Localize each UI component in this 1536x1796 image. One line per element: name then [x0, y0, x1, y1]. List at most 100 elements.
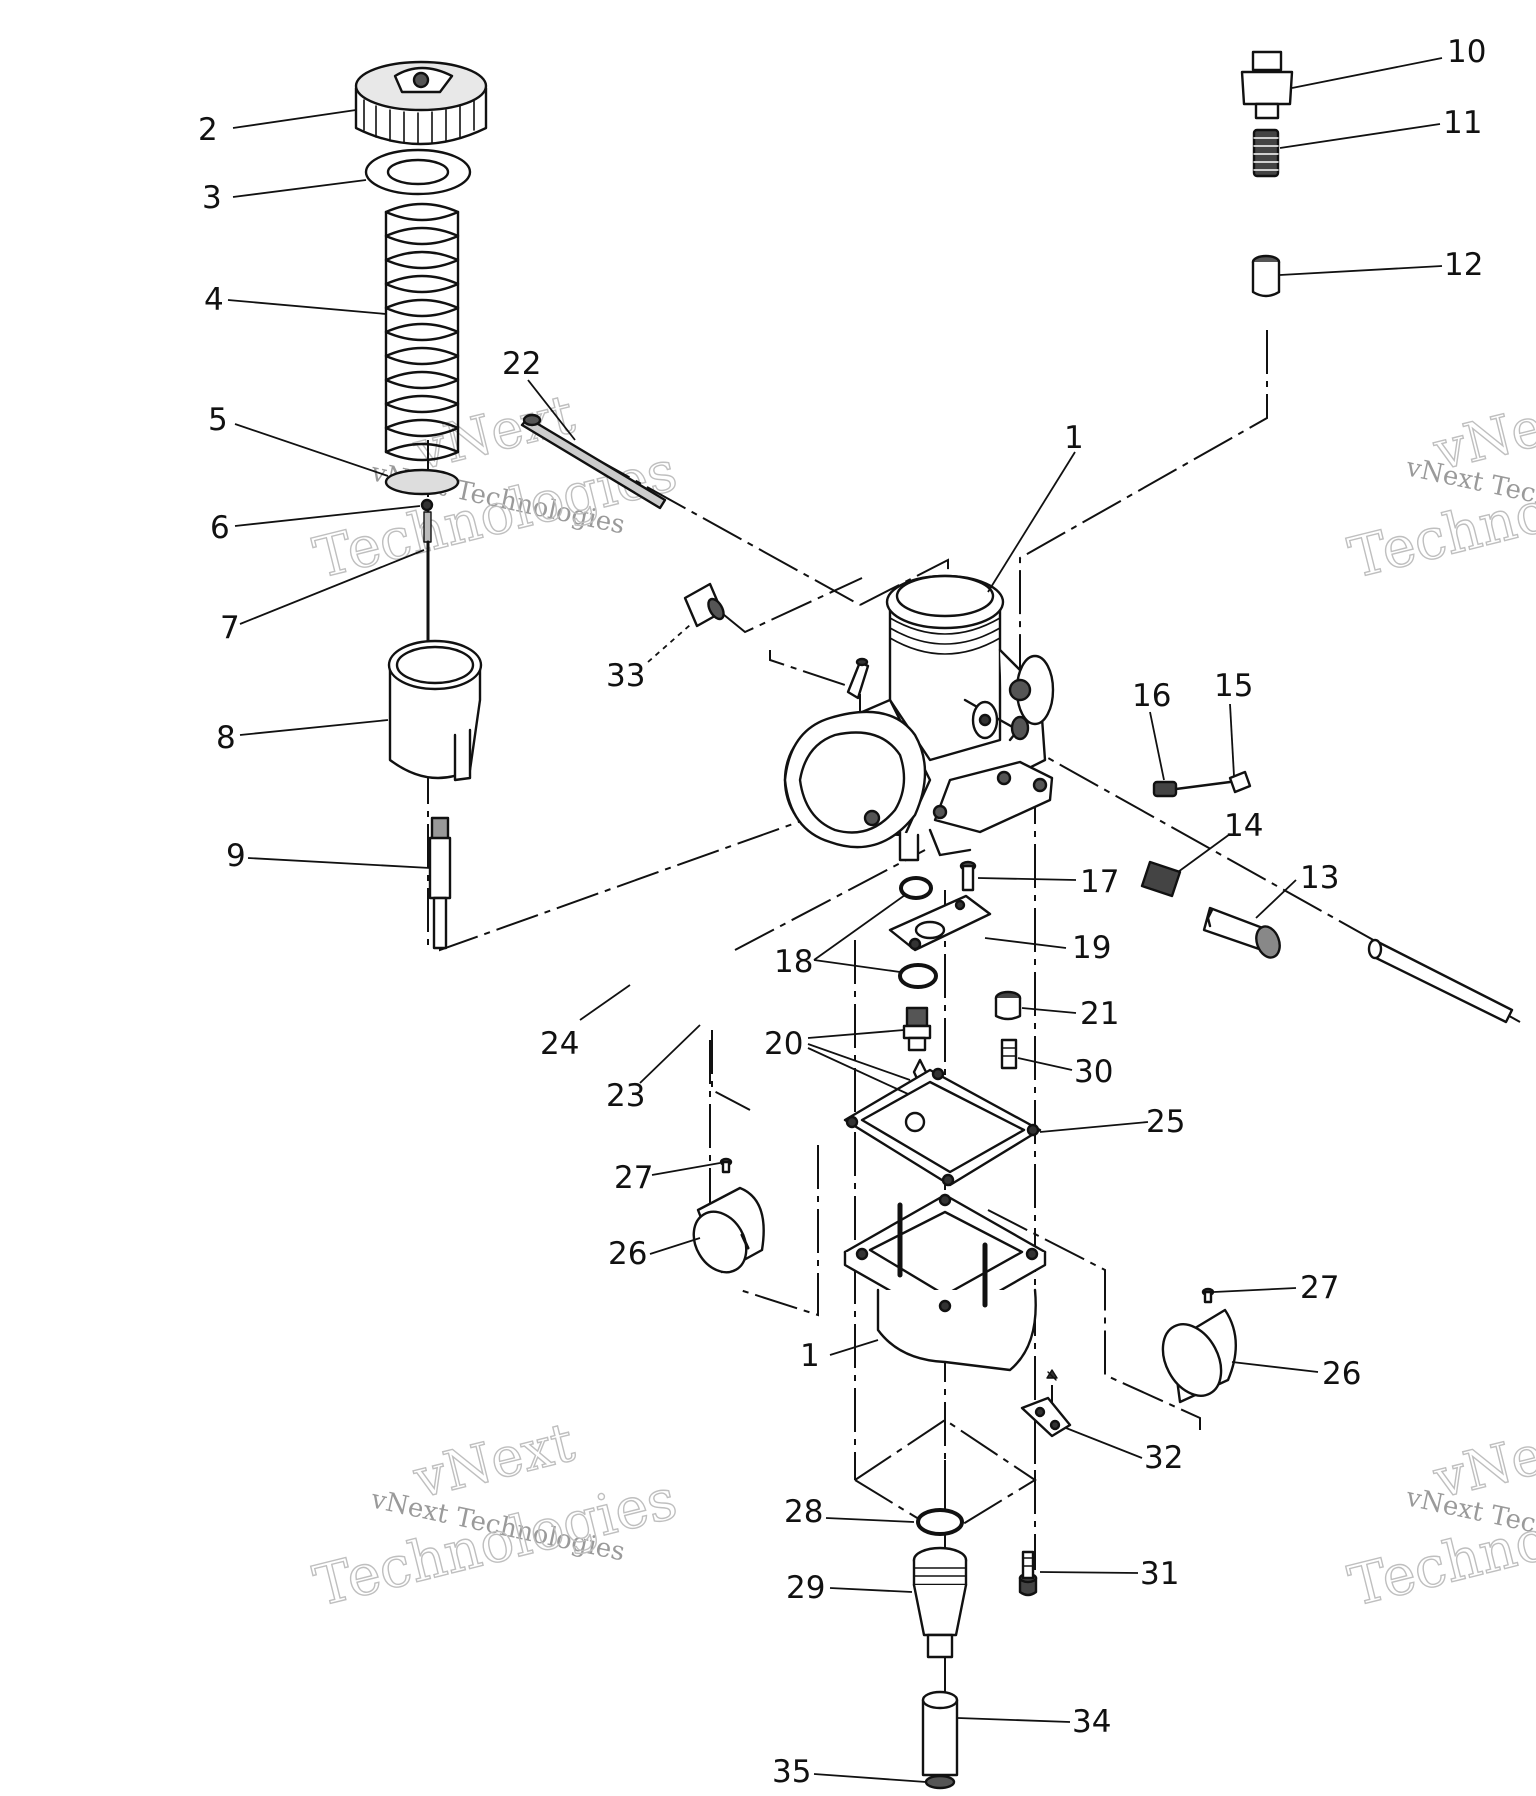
- callout-3: 3: [202, 180, 222, 216]
- callout-4: 4: [204, 282, 224, 318]
- leader-35: [813, 1773, 927, 1783]
- callout-35: 35: [772, 1754, 811, 1790]
- callout-27a: 27: [614, 1160, 653, 1196]
- callout-9: 9: [226, 838, 246, 874]
- part-pilot-screw-13: [1202, 906, 1281, 959]
- part-float-26-right: [1161, 1308, 1238, 1404]
- leader-13: [1255, 879, 1297, 919]
- leader-15: [1229, 703, 1235, 777]
- part-pin-27-right: [1201, 1287, 1215, 1304]
- callout-27b: 27: [1300, 1270, 1339, 1306]
- callout-23: 23: [606, 1078, 645, 1114]
- callout-2: 2: [198, 112, 218, 148]
- leader-20c: [807, 1047, 909, 1095]
- part-bracket-32: [1020, 1369, 1072, 1438]
- callout-14: 14: [1224, 808, 1263, 844]
- part-o-ring-18a: [899, 876, 933, 900]
- part-gasket-25: [843, 1067, 1042, 1187]
- callout-10: 10: [1447, 34, 1486, 70]
- leader-lines: [227, 57, 1443, 1783]
- phantom-line-float-right: [987, 1209, 1201, 1430]
- leader-9: [247, 857, 431, 869]
- callout-5: 5: [208, 402, 228, 438]
- callout-1b: 1: [800, 1338, 820, 1374]
- part-plug-33: [683, 582, 725, 628]
- leader-11: [1279, 123, 1441, 149]
- part-screw-22: [520, 413, 667, 510]
- part-spring-4: [384, 202, 460, 462]
- part-pilot-jet-21: [994, 990, 1022, 1021]
- callout-24: 24: [540, 1026, 579, 1062]
- leader-29: [829, 1587, 913, 1593]
- watermark-lower-right: vNext vNext Technologies Technologies: [1342, 1410, 1536, 1621]
- part-washer-28: [916, 1508, 964, 1536]
- watermark-lower-left: vNext vNext Technologies Technologies: [307, 1410, 684, 1621]
- parts: [354, 50, 1514, 1790]
- part-jet-35: [924, 1774, 956, 1790]
- callout-7: 7: [220, 610, 240, 646]
- callout-1a: 1: [1064, 420, 1084, 456]
- part-o-ring-18b: [898, 963, 938, 989]
- leader-6: [234, 505, 421, 527]
- leader-17: [977, 877, 1077, 881]
- callout-12: 12: [1444, 247, 1483, 283]
- leader-32: [1065, 1427, 1143, 1459]
- part-needle-7: [423, 511, 432, 650]
- callout-16: 16: [1132, 678, 1171, 714]
- part-washer-3: [364, 148, 472, 196]
- leader-5: [234, 423, 389, 477]
- leader-27b: [1213, 1287, 1297, 1293]
- callout-25: 25: [1146, 1104, 1185, 1140]
- callout-22: 22: [502, 346, 541, 382]
- leader-20b: [807, 1043, 911, 1081]
- phantom-line-plug-33: [717, 577, 863, 634]
- part-screw-17: [959, 860, 977, 892]
- phantom-line-pad-24: [734, 849, 926, 951]
- part-retainer-5: [384, 468, 460, 496]
- part-spring-14: [1140, 860, 1182, 898]
- leader-34: [957, 1717, 1071, 1723]
- part-tube-34: [921, 1690, 959, 1777]
- phantom-line-adjuster: [1019, 330, 1268, 700]
- phantom-line-screw-22: [534, 424, 861, 606]
- part-float-chamber-1: [843, 1193, 1047, 1372]
- leader-27a: [651, 1162, 721, 1176]
- leader-25: [1039, 1121, 1149, 1133]
- leader-23: [639, 1024, 701, 1084]
- part-throttle-rod: [1367, 938, 1514, 1024]
- leader-19: [984, 937, 1067, 949]
- callout-26a: 26: [608, 1236, 647, 1272]
- callout-30: 30: [1074, 1054, 1113, 1090]
- part-cable-adjuster-10: [1240, 50, 1294, 120]
- part-bolt-31: [1018, 1550, 1038, 1597]
- leader-4: [227, 299, 387, 315]
- callout-28: 28: [784, 1494, 823, 1530]
- leader-16: [1149, 711, 1165, 781]
- part-jet-30: [1000, 1038, 1018, 1070]
- callout-19: 19: [1072, 930, 1111, 966]
- callout-32: 32: [1144, 1440, 1183, 1476]
- leader-28: [825, 1517, 915, 1523]
- part-float-26-left: [692, 1186, 765, 1274]
- callout-34: 34: [1072, 1704, 1111, 1740]
- part-pin-27-left: [719, 1157, 733, 1174]
- leader-3: [232, 179, 367, 198]
- leader-18b: [813, 959, 901, 973]
- leader-22: [527, 379, 576, 441]
- callout-6: 6: [210, 510, 230, 546]
- callout-labels: 10 11 12 2 3 4 22 5 6 7 1 33 8 16 15 9 1…: [198, 34, 1486, 1790]
- phantom-line-float-left: [739, 1145, 819, 1317]
- callout-29: 29: [786, 1570, 825, 1606]
- leader-24: [579, 984, 631, 1021]
- callout-20: 20: [764, 1026, 803, 1062]
- part-spring-11: [1252, 128, 1280, 178]
- leader-31: [1039, 1571, 1139, 1574]
- callout-31: 31: [1140, 1556, 1179, 1592]
- leader-18a: [813, 894, 906, 961]
- part-fitting-15: [1228, 770, 1252, 794]
- leader-20a: [807, 1029, 905, 1039]
- part-main-jet-holder-29: [912, 1546, 968, 1659]
- callout-21: 21: [1080, 996, 1119, 1032]
